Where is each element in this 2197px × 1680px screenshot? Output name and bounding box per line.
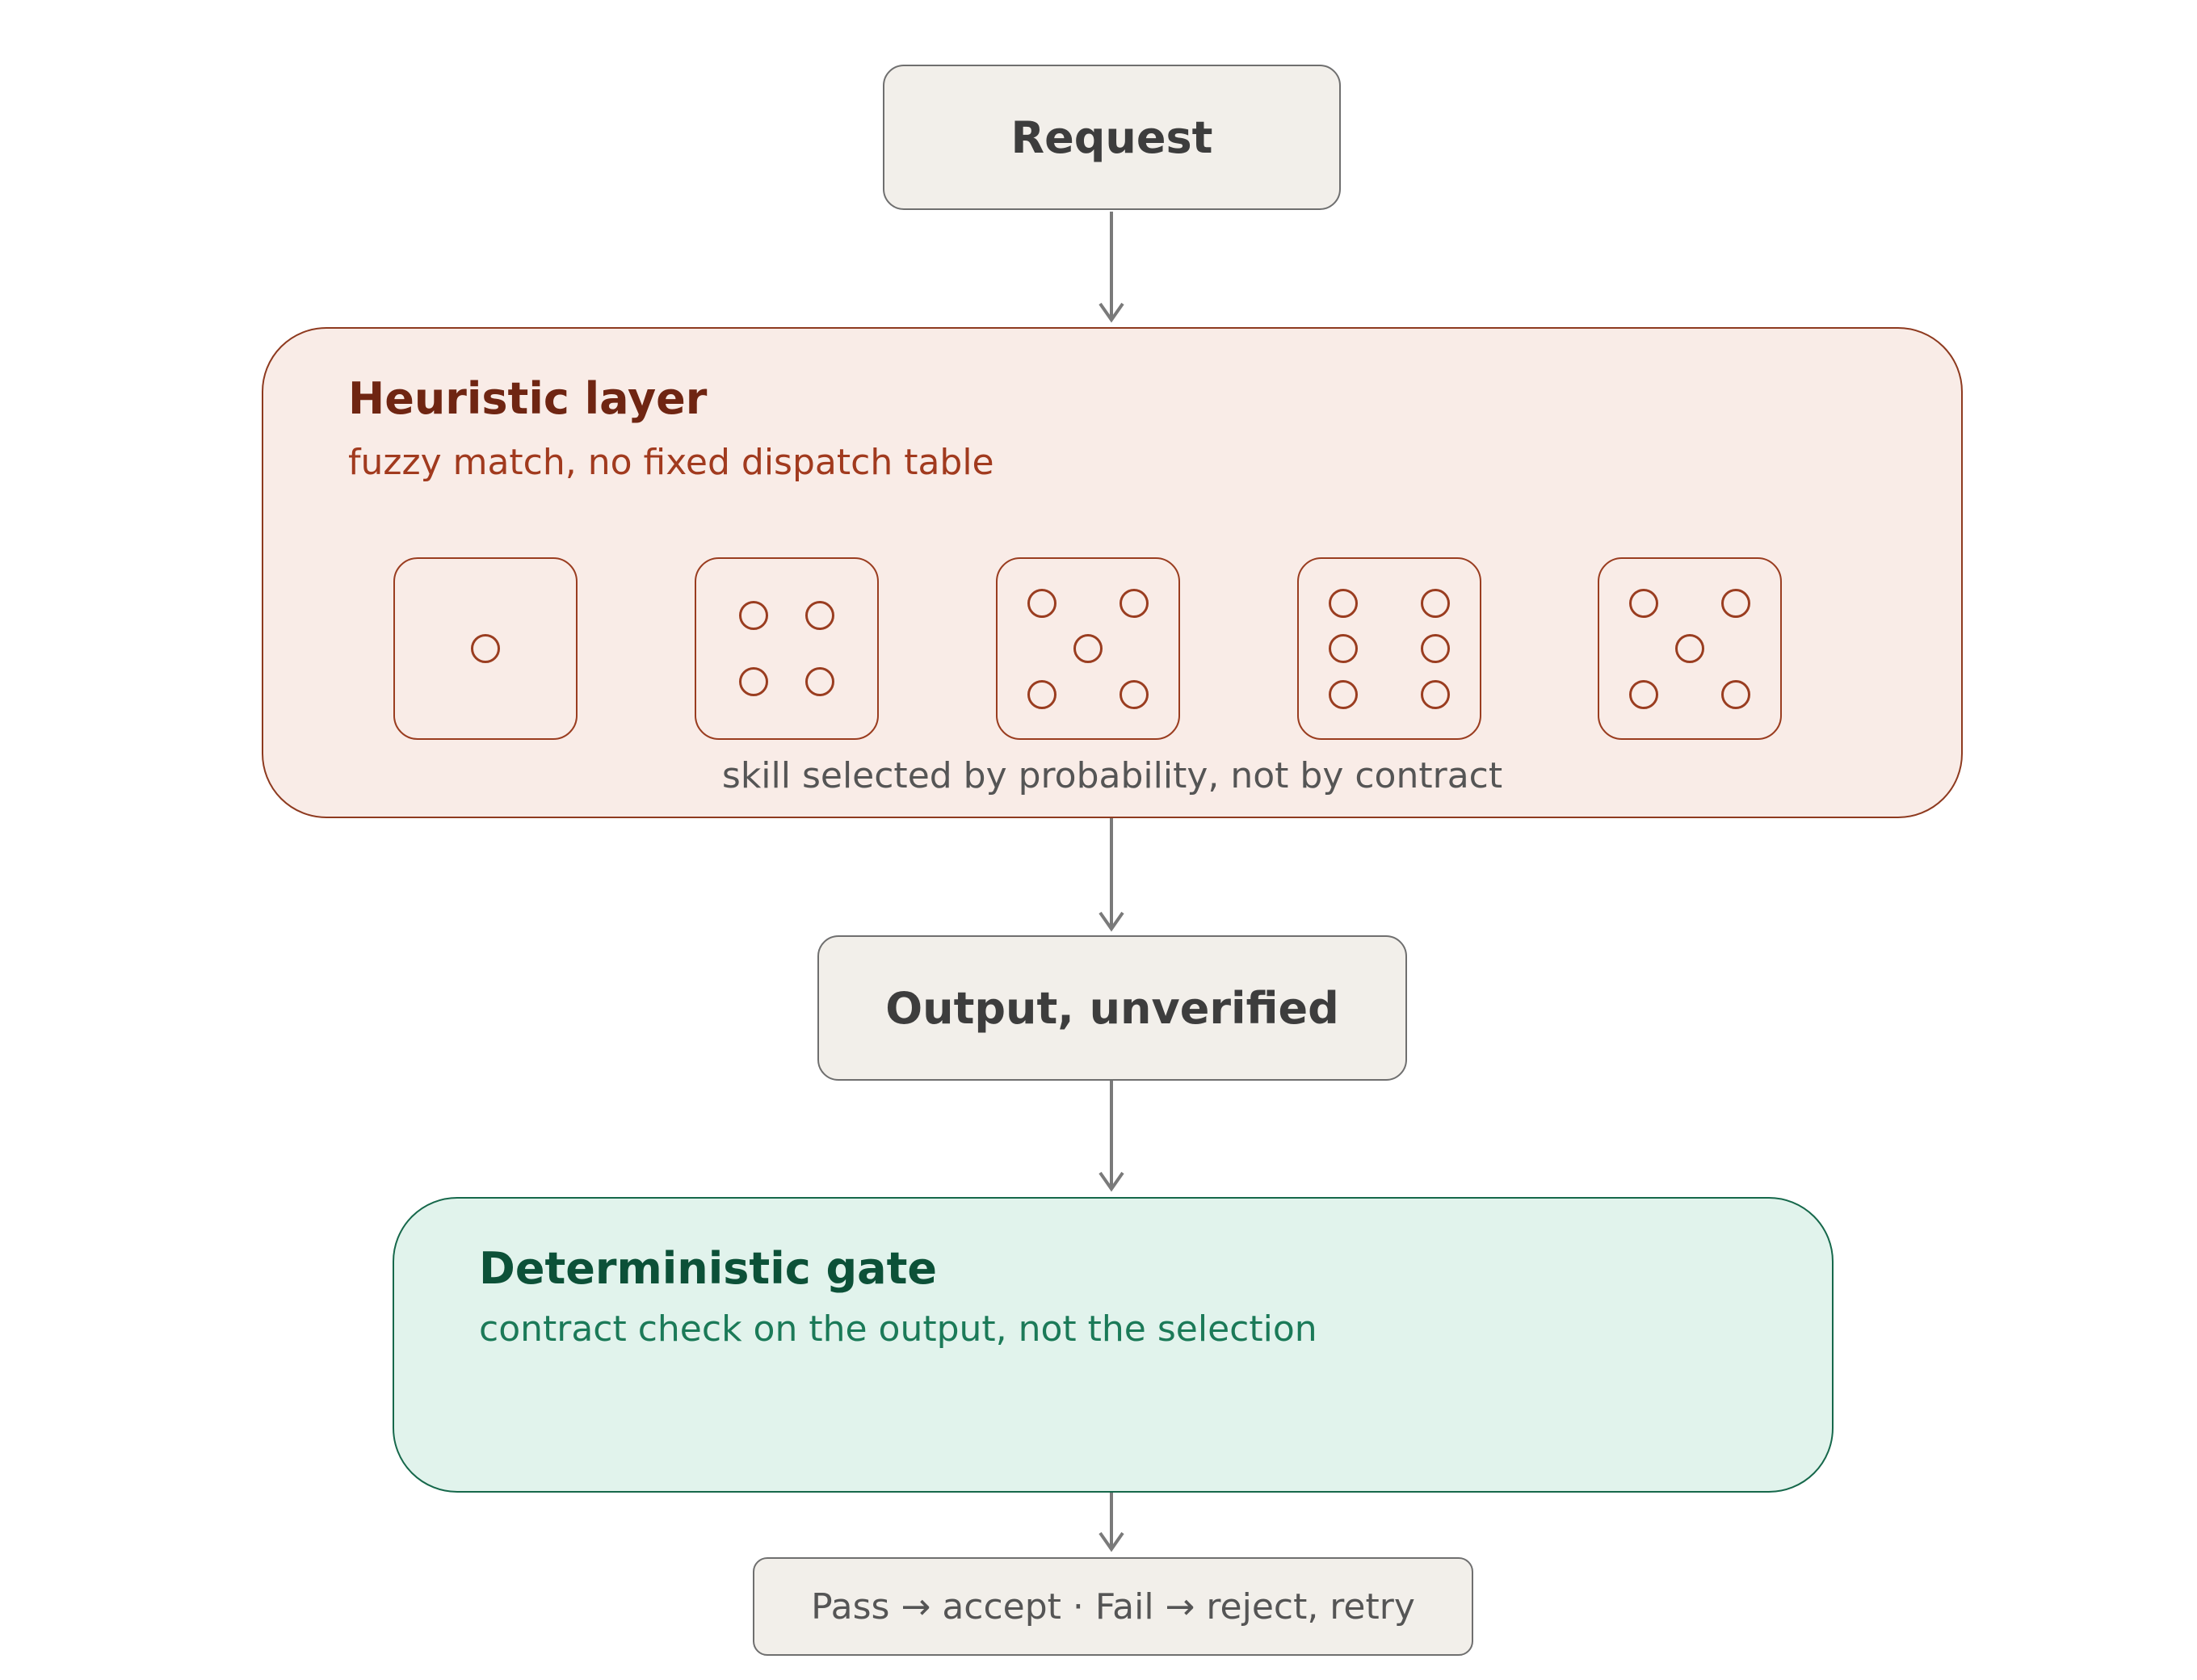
output-label: Output, unverified xyxy=(885,982,1339,1034)
output-node: Output, unverified xyxy=(817,935,1407,1081)
die-pip xyxy=(1421,634,1450,663)
die-pip xyxy=(1120,588,1149,618)
die-pip xyxy=(1629,679,1658,709)
result-node: Pass → accept · Fail → reject, retry xyxy=(753,1557,1473,1656)
die-pip xyxy=(1120,679,1149,709)
die-four xyxy=(695,557,879,740)
request-label: Request xyxy=(1010,111,1213,163)
arrow-gate-to-result xyxy=(1098,1491,1124,1552)
die-pip xyxy=(738,601,768,631)
die-pip xyxy=(1421,588,1450,618)
result-label: Pass → accept · Fail → reject, retry xyxy=(811,1586,1415,1628)
heuristic-layer-panel: Heuristic layer fuzzy match, no fixed di… xyxy=(262,327,1963,818)
heuristic-caption: skill selected by probability, not by co… xyxy=(721,755,1503,796)
gate-title: Deterministic gate xyxy=(479,1243,938,1294)
die-one xyxy=(393,557,578,740)
die-six xyxy=(1297,557,1481,740)
die-five-b xyxy=(1598,557,1782,740)
die-five xyxy=(996,557,1180,740)
die-pip xyxy=(805,601,835,631)
die-pip xyxy=(1421,679,1450,709)
die-pip xyxy=(1675,634,1704,663)
die-pip xyxy=(1073,634,1103,663)
die-pip xyxy=(1027,588,1056,618)
gate-subtitle: contract check on the output, not the se… xyxy=(479,1308,1317,1350)
deterministic-gate-panel: Deterministic gate contract check on the… xyxy=(393,1197,1834,1493)
request-node: Request xyxy=(883,65,1341,210)
die-pip xyxy=(1027,679,1056,709)
die-pip xyxy=(1721,588,1750,618)
die-pip xyxy=(1329,588,1358,618)
die-pip xyxy=(1329,634,1358,663)
die-pip xyxy=(471,634,500,663)
die-pip xyxy=(805,666,835,696)
die-pip xyxy=(1329,679,1358,709)
arrow-output-to-gate xyxy=(1098,1079,1124,1192)
arrow-heuristic-to-output xyxy=(1098,817,1124,932)
arrow-request-to-heuristic xyxy=(1098,212,1124,323)
heuristic-title: Heuristic layer xyxy=(348,373,708,424)
die-pip xyxy=(1721,679,1750,709)
die-pip xyxy=(738,666,768,696)
heuristic-subtitle: fuzzy match, no fixed dispatch table xyxy=(348,442,994,483)
die-pip xyxy=(1629,588,1658,618)
